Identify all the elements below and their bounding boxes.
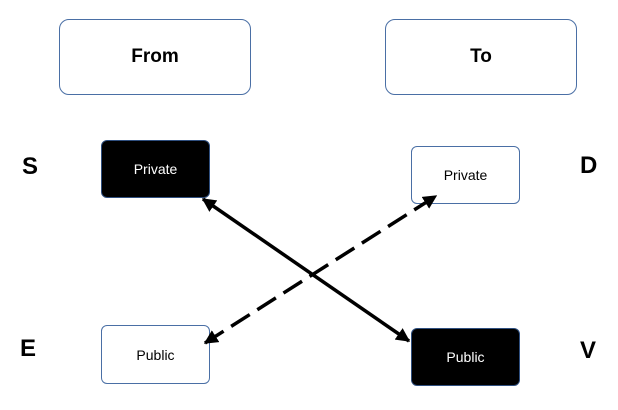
letter-s: S (22, 153, 39, 180)
node-d-label: Private (443, 167, 488, 183)
to-header-box: To (385, 19, 577, 95)
node-s-label: Private (133, 161, 178, 177)
solid-arrow-s-v (201, 197, 411, 343)
letter-v: V (580, 337, 597, 364)
node-s-private: Private (101, 140, 210, 198)
from-header-box: From (59, 19, 251, 95)
node-v-label: Public (446, 349, 485, 365)
to-header-label: To (470, 46, 492, 67)
from-header-label: From (131, 46, 179, 67)
node-e-public: Public (101, 325, 210, 384)
node-e-label: Public (136, 346, 175, 363)
letter-e: E (20, 335, 37, 362)
letter-d: D (580, 152, 598, 179)
dashed-arrow-e-d (203, 194, 438, 345)
node-d-private: Private (411, 146, 520, 204)
